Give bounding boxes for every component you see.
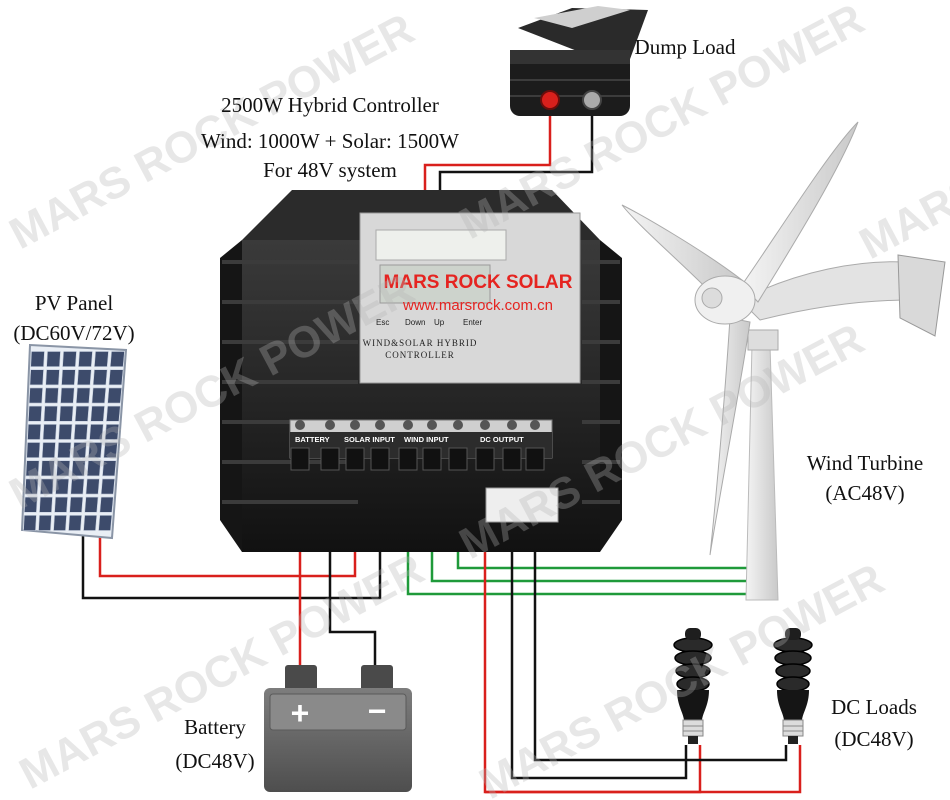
pv-panel-graphic — [20, 343, 128, 540]
terminal-screw — [398, 447, 418, 471]
terminal-group-label: WIND INPUT — [404, 435, 449, 444]
battery-graphic: + − — [264, 665, 412, 792]
terminal-screw — [290, 447, 310, 471]
wind-turbine-graphic — [621, 121, 946, 601]
dc-loads-spec: (DC48V) — [834, 727, 914, 751]
terminal-screw-head — [295, 420, 305, 430]
battery-minus-sign: − — [368, 693, 387, 729]
wire-dump-positive — [423, 108, 552, 210]
dc-load-bulb-2 — [773, 628, 813, 744]
terminal-group-label: DC OUTPUT — [480, 435, 524, 444]
terminal-screw-head — [375, 420, 385, 430]
terminal-screw-head — [507, 420, 517, 430]
watermark-text: MARS ROCK POWER — [852, 14, 950, 268]
dc-load-bulb-1 — [673, 628, 713, 744]
wind-turbine-spec: (AC48V) — [825, 481, 905, 505]
terminal-screw — [422, 447, 442, 471]
terminal-screw — [502, 447, 522, 471]
battery-label: Battery — [184, 715, 246, 739]
controller-buttons: Esc Down Up Enter — [376, 318, 482, 327]
controller-spec-label: Wind: 1000W + Solar: 1500W — [201, 129, 459, 153]
terminal-screw-head — [530, 420, 540, 430]
wind-turbine-label: Wind Turbine — [806, 451, 924, 475]
controller-button-label: Esc — [376, 318, 389, 327]
wire-load-negative-a — [510, 455, 688, 780]
dump-load-device — [510, 6, 648, 116]
controller-title-label: 2500W Hybrid Controller — [221, 93, 439, 117]
controller-system-label: For 48V system — [263, 158, 397, 182]
terminal-screw — [525, 447, 545, 471]
dc-loads-label: DC Loads — [831, 695, 917, 719]
controller-button-label: Down — [405, 318, 425, 327]
wire-load-negative-b — [533, 455, 788, 762]
brand-name: MARS ROCK SOLAR — [384, 272, 573, 293]
pv-panel-spec: (DC60V/72V) — [13, 321, 135, 345]
terminal-labels: BATTERY SOLAR INPUT WIND INPUT DC OUTPUT — [295, 435, 524, 444]
terminal-screw-head — [350, 420, 360, 430]
terminal-screw — [370, 447, 390, 471]
battery-plus-sign: + — [291, 695, 310, 731]
dump-load-label: Dump Load — [634, 35, 736, 59]
terminal-group-label: SOLAR INPUT — [344, 435, 395, 444]
pv-panel-label: PV Panel — [34, 291, 114, 315]
terminal-screw — [448, 447, 468, 471]
terminal-screw-head — [427, 420, 437, 430]
terminal-screw-head — [325, 420, 335, 430]
faceplate-line-2: CONTROLLER — [385, 350, 455, 360]
terminal-block — [290, 420, 545, 471]
terminal-group-label: BATTERY — [295, 435, 330, 444]
controller-button-label: Up — [434, 318, 445, 327]
terminal-screw — [345, 447, 365, 471]
faceplate-line-1: WIND&SOLAR HYBRID — [363, 338, 478, 348]
terminal-screw-head — [403, 420, 413, 430]
brand-url: www.marsrock.com.cn — [402, 297, 553, 314]
battery-spec: (DC48V) — [175, 749, 255, 773]
controller-button-label: Enter — [463, 318, 482, 327]
terminal-screw — [320, 447, 340, 471]
terminal-screw-head — [453, 420, 463, 430]
terminal-screw-head — [480, 420, 490, 430]
terminal-screw — [475, 447, 495, 471]
